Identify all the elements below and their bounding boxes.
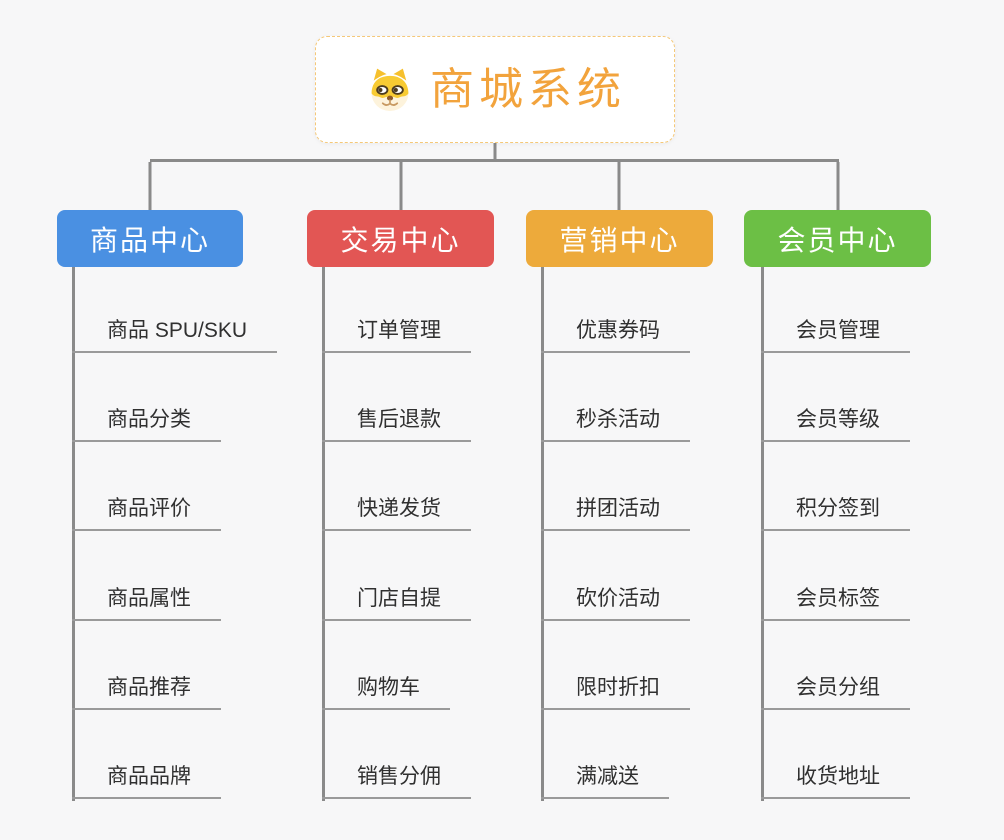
leaf-node[interactable]: 订单管理 [322, 317, 471, 353]
leaf-node[interactable]: 优惠券码 [541, 317, 690, 353]
leaf-node[interactable]: 商品分类 [72, 406, 221, 442]
leaf-node[interactable]: 积分签到 [761, 495, 910, 531]
branch-node-member-center[interactable]: 会员中心 [744, 210, 931, 267]
leaf-node[interactable]: 购物车 [322, 674, 450, 710]
leaf-node[interactable]: 商品属性 [72, 585, 221, 621]
leaf-node[interactable]: 会员等级 [761, 406, 910, 442]
root-node[interactable]: 商城系统 [315, 36, 675, 143]
branch-trunk-line [761, 250, 764, 801]
leaf-node[interactable]: 收货地址 [761, 763, 910, 799]
leaf-node[interactable]: 秒杀活动 [541, 406, 690, 442]
branch-node-trade-center[interactable]: 交易中心 [307, 210, 494, 267]
leaf-node[interactable]: 限时折扣 [541, 674, 690, 710]
branch-node-marketing-center[interactable]: 营销中心 [526, 210, 713, 267]
leaf-node[interactable]: 商品推荐 [72, 674, 221, 710]
leaf-node[interactable]: 满减送 [541, 763, 669, 799]
leaf-node[interactable]: 商品评价 [72, 495, 221, 531]
leaf-node[interactable]: 门店自提 [322, 585, 471, 621]
leaf-node[interactable]: 商品品牌 [72, 763, 221, 799]
connector-path [148, 143, 840, 211]
leaf-node[interactable]: 拼团活动 [541, 495, 690, 531]
branch-trunk-line [541, 250, 544, 801]
leaf-node[interactable]: 售后退款 [322, 406, 471, 442]
root-title: 商城系统 [430, 64, 626, 114]
leaf-node[interactable]: 商品 SPU/SKU [72, 317, 278, 353]
branch-node-product-center[interactable]: 商品中心 [57, 210, 243, 267]
shiba-dog-icon [371, 68, 409, 111]
leaf-node[interactable]: 会员标签 [761, 585, 910, 621]
leaf-node[interactable]: 会员管理 [761, 317, 910, 353]
leaf-node[interactable]: 会员分组 [761, 674, 910, 710]
leaf-node[interactable]: 销售分佣 [322, 763, 471, 799]
branch-trunk-line [72, 250, 75, 801]
leaf-node[interactable]: 快递发货 [322, 495, 471, 531]
branch-trunk-line [322, 250, 325, 801]
leaf-node[interactable]: 砍价活动 [541, 585, 690, 621]
